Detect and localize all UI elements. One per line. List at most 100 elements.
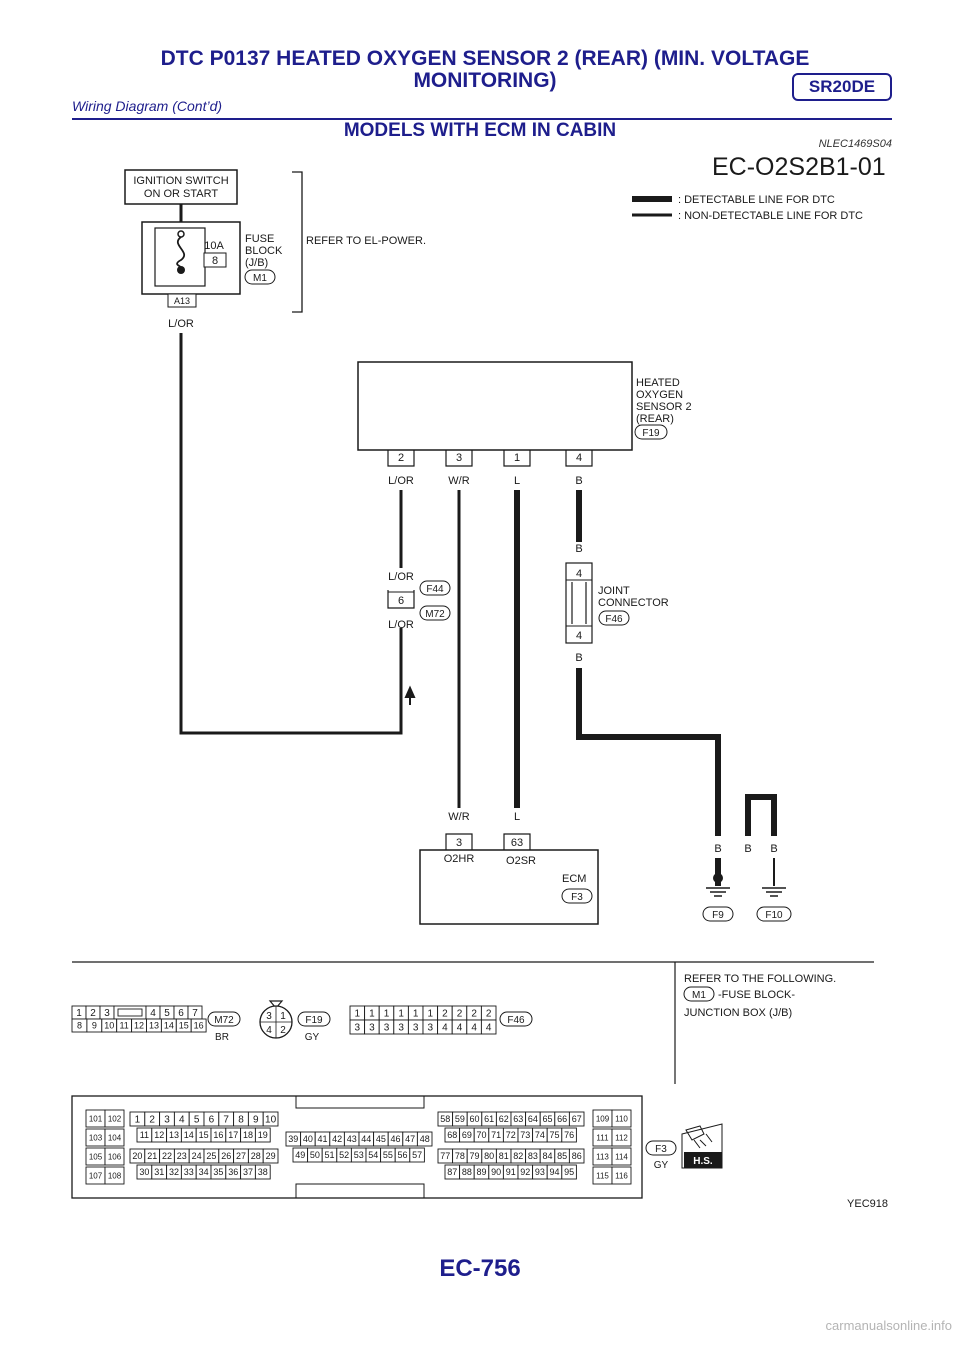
ecm-pin-3: 3 bbox=[456, 837, 462, 849]
f3-pin bbox=[568, 1111, 585, 1127]
pin-label: 69 bbox=[462, 1130, 472, 1140]
pin-label: 79 bbox=[469, 1151, 479, 1161]
pin-label: 33 bbox=[184, 1167, 194, 1177]
wire-label-b-joint-top: B bbox=[575, 543, 582, 555]
pin-label: 31 bbox=[154, 1167, 164, 1177]
pin-label: 28 bbox=[251, 1151, 261, 1161]
inline-connector-bottom: M72 bbox=[425, 609, 445, 620]
pin-label: 1 bbox=[413, 1009, 419, 1020]
f3-pin bbox=[611, 1128, 632, 1147]
pin-label: 13 bbox=[169, 1130, 179, 1140]
f3-connector-id: F3 bbox=[655, 1144, 667, 1155]
pin-label: 4 bbox=[150, 1008, 156, 1019]
pin-label: 59 bbox=[455, 1114, 465, 1124]
m72-key bbox=[117, 1008, 143, 1017]
fuse-block-label-3: (J/B) bbox=[245, 257, 268, 269]
refer-following-connector: M1 bbox=[692, 990, 706, 1001]
f46-pin bbox=[480, 1019, 497, 1035]
pin-label: 102 bbox=[108, 1114, 122, 1123]
pin-label: 92 bbox=[520, 1167, 530, 1177]
wire-label-b-g2: B bbox=[744, 843, 751, 855]
f46-connector-id: F46 bbox=[507, 1015, 525, 1026]
pin-label: 103 bbox=[89, 1133, 103, 1142]
svg-text:4: 4 bbox=[576, 452, 582, 464]
pin-label: 2 bbox=[486, 1009, 492, 1020]
pin-label: 3 bbox=[164, 1115, 170, 1126]
pin-label: 15 bbox=[199, 1130, 209, 1140]
pin-label: 4 bbox=[457, 1023, 463, 1034]
ecm-pin-name-o2sr: O2SR bbox=[506, 855, 536, 867]
pin-label: 18 bbox=[243, 1130, 253, 1140]
ignition-switch-label-2: ON OR START bbox=[144, 188, 218, 200]
inline-connector-top: F44 bbox=[426, 584, 444, 595]
pin-label: 68 bbox=[447, 1130, 457, 1140]
pin-label: 38 bbox=[258, 1167, 268, 1177]
pin-label: 82 bbox=[513, 1151, 523, 1161]
f19-color: GY bbox=[305, 1032, 320, 1043]
sensor-wire-label-3: L bbox=[514, 475, 520, 487]
pin-label: 49 bbox=[295, 1150, 305, 1160]
legend-detectable-label: : DETECTABLE LINE FOR DTC bbox=[678, 194, 835, 206]
pin-label: 1 bbox=[76, 1008, 82, 1019]
pin-label: 24 bbox=[192, 1151, 202, 1161]
pin-label: 1 bbox=[428, 1009, 434, 1020]
pin-label: 32 bbox=[169, 1167, 179, 1177]
pin-label: 80 bbox=[484, 1151, 494, 1161]
pin-label: 57 bbox=[412, 1150, 422, 1160]
pin-label: 40 bbox=[303, 1134, 313, 1144]
pin-label: 41 bbox=[317, 1134, 327, 1144]
pin-label: 27 bbox=[236, 1151, 246, 1161]
pin-label: 9 bbox=[92, 1021, 97, 1031]
pin-label: 2 bbox=[90, 1008, 96, 1019]
pin-label: 4 bbox=[486, 1023, 492, 1034]
sensor-label-3: SENSOR 2 bbox=[636, 401, 692, 413]
sensor-box bbox=[357, 361, 633, 451]
f3-pin bbox=[262, 1148, 279, 1164]
pin-label: 86 bbox=[572, 1151, 582, 1161]
pin-label: 114 bbox=[615, 1152, 628, 1161]
pin-label: 1 bbox=[369, 1009, 375, 1020]
wire-label-w-r-bottom: W/R bbox=[448, 811, 469, 823]
f3-pin bbox=[254, 1127, 271, 1143]
section-title: MODELS WITH ECM IN CABIN bbox=[343, 120, 617, 141]
pin-label: 93 bbox=[535, 1167, 545, 1177]
pin-label: 19 bbox=[258, 1130, 268, 1140]
pin-label: 3 bbox=[104, 1008, 110, 1019]
pin-label: 1 bbox=[398, 1009, 404, 1020]
pin-label: 104 bbox=[108, 1133, 122, 1142]
pin-label: 78 bbox=[455, 1151, 465, 1161]
pin-label: 74 bbox=[535, 1130, 545, 1140]
pin-label: 14 bbox=[164, 1021, 174, 1031]
sensor-wire-label-1: L/OR bbox=[388, 475, 414, 487]
pin-label: 116 bbox=[615, 1171, 628, 1180]
ignition-switch-label-1: IGNITION SWITCH bbox=[133, 175, 228, 187]
pin-label: 2 bbox=[149, 1115, 155, 1126]
pin-label: 39 bbox=[288, 1134, 298, 1144]
fuse-amp: 10A bbox=[204, 240, 224, 252]
pin-label: 8 bbox=[77, 1021, 82, 1031]
pin-label: 55 bbox=[383, 1150, 393, 1160]
m72-pin bbox=[190, 1018, 207, 1033]
wire-b-ground-bridge bbox=[745, 794, 777, 836]
refer-following-title: REFER TO THE FOLLOWING. bbox=[684, 973, 836, 985]
f3-pin bbox=[611, 1166, 632, 1185]
pin-label: 1 bbox=[135, 1115, 141, 1126]
pin-label: 14 bbox=[184, 1130, 194, 1140]
pin-label: 7 bbox=[223, 1115, 229, 1126]
f3-pin bbox=[409, 1147, 425, 1163]
pin-label: 11 bbox=[119, 1021, 128, 1031]
ground-f9-icon bbox=[706, 887, 730, 897]
sensor-pin-4: 4 bbox=[565, 450, 593, 467]
pin-label: 43 bbox=[347, 1134, 357, 1144]
pin-label: 3 bbox=[413, 1023, 419, 1034]
pin-label: 87 bbox=[447, 1167, 457, 1177]
direction-arrow-icon bbox=[404, 685, 416, 705]
pin-label: 63 bbox=[513, 1114, 523, 1124]
joint-label-1: JOINT bbox=[598, 585, 630, 597]
f19-connector-id: F19 bbox=[305, 1015, 323, 1026]
pin-label: 61 bbox=[484, 1114, 494, 1124]
pin-label: 106 bbox=[108, 1152, 122, 1161]
pin-label: 4 bbox=[179, 1115, 185, 1126]
svg-text:H.S.: H.S. bbox=[693, 1156, 713, 1167]
joint-connector-id: F46 bbox=[605, 614, 623, 625]
